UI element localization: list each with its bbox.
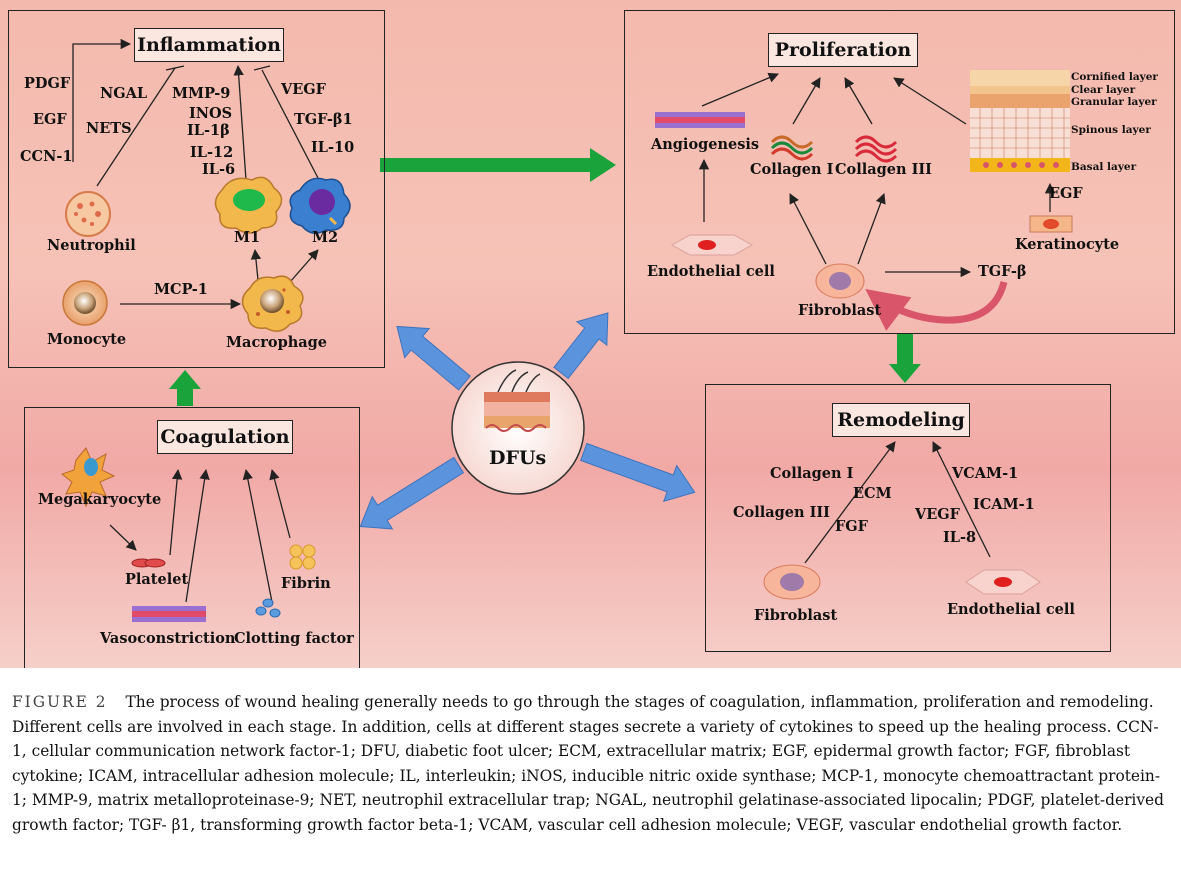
remodeling-endothelial-cell-icon (965, 569, 1041, 595)
skin-tissue-icon (484, 369, 550, 432)
proliferation-lines (698, 72, 1056, 278)
label-tgfb1: TGF-β1 (294, 111, 353, 128)
label-egf: EGF (33, 111, 67, 128)
keratinocyte-icon (1029, 215, 1073, 233)
arrow-inflammation-to-proliferation (380, 148, 616, 182)
coagulation-panel (24, 407, 360, 668)
label-basal-layer: Basal layer (1071, 161, 1137, 173)
coagulation-lines (109, 468, 291, 603)
dfus-label: DFUs (489, 447, 547, 469)
inflammation-title: Inflammation (134, 28, 284, 62)
m1-macrophage-icon (214, 176, 283, 234)
label-clotting-factor: Clotting factor (234, 630, 354, 647)
label-remod-collagen-3: Collagen III (733, 504, 830, 521)
platelet-icon (131, 558, 166, 568)
caption-text: The process of wound healing generally n… (12, 693, 1165, 834)
macrophage-icon (241, 275, 304, 332)
label-ngal: NGAL (100, 85, 148, 102)
blue-arrows (359, 312, 696, 530)
label-clear-layer: Clear layer (1071, 84, 1136, 96)
endothelial-cell-icon (670, 234, 754, 256)
remodeling-fibroblast-icon (763, 564, 821, 600)
collagen-1-icon (770, 135, 814, 161)
proliferation-panel (624, 10, 1175, 334)
neutrophil-icon (65, 191, 111, 237)
fibroblast-icon (815, 263, 865, 299)
fibrin-icon (289, 544, 316, 570)
label-remod-endothelial: Endothelial cell (947, 601, 1075, 618)
label-vegf: VEGF (281, 81, 326, 98)
label-spinous-layer: Spinous layer (1071, 124, 1151, 136)
label-angiogenesis: Angiogenesis (651, 136, 760, 153)
proliferation-title: Proliferation (768, 33, 918, 67)
label-nets: NETS (86, 120, 132, 137)
label-prolif-endothelial: Endothelial cell (647, 263, 775, 280)
green-arrows (169, 148, 921, 406)
label-prolif-fibroblast: Fibroblast (798, 302, 882, 319)
label-neutrophil: Neutrophil (47, 237, 136, 254)
label-il10: IL-10 (311, 139, 355, 156)
arrow-proliferation-to-remodeling (889, 333, 921, 383)
label-tgfb: TGF-β (978, 263, 1027, 280)
figure-label: FIGURE 2 (12, 693, 108, 711)
inflammation-lines (72, 38, 319, 310)
label-fibrin: Fibrin (281, 575, 331, 592)
label-il6: IL-6 (202, 161, 236, 178)
label-ccn1: CCN-1 (20, 148, 73, 165)
vasoconstriction-vessel-icon (132, 606, 206, 622)
collagen-3-icon (854, 135, 898, 163)
label-il12: IL-12 (190, 144, 234, 161)
label-vasoconstriction: Vasoconstriction (100, 630, 236, 647)
label-vcam1: VCAM-1 (952, 465, 1019, 482)
angiogenesis-vessel-icon (655, 112, 745, 128)
label-monocyte: Monocyte (47, 331, 127, 348)
figure: Inflammation Proliferation Remodeling Co… (0, 0, 1181, 668)
monocyte-icon (62, 280, 108, 326)
label-macrophage: Macrophage (226, 334, 328, 351)
label-icam1: ICAM-1 (973, 496, 1035, 513)
label-m2: M2 (312, 229, 339, 246)
label-collagen-1: Collagen I (750, 161, 834, 178)
label-granular-layer: Granular layer (1071, 96, 1157, 108)
label-remod-vegf: VEGF (915, 506, 960, 523)
arrow-coagulation-to-inflammation (169, 370, 201, 406)
label-remod-fibroblast: Fibroblast (754, 607, 838, 624)
label-cornified-layer: Cornified layer (1071, 71, 1158, 83)
label-collagen-3: Collagen III (835, 161, 932, 178)
tgfb-feedback-curve (865, 281, 1008, 331)
diagram-graphics (60, 38, 1073, 622)
label-pdgf: PDGF (24, 75, 71, 92)
label-il8: IL-8 (943, 529, 977, 546)
remodeling-panel (705, 384, 1111, 652)
label-inos: INOS (189, 105, 233, 122)
label-prolif-egf: EGF (1049, 185, 1083, 202)
label-keratinocyte: Keratinocyte (1015, 236, 1120, 253)
coagulation-title: Coagulation (157, 420, 293, 454)
label-m1: M1 (234, 229, 261, 246)
inflammation-panel (8, 10, 385, 368)
remodeling-lines (804, 441, 991, 564)
label-mmp9: MMP-9 (172, 85, 231, 102)
label-ecm: ECM (853, 485, 892, 502)
label-platelet: Platelet (125, 571, 189, 588)
m2-macrophage-icon (289, 177, 351, 234)
megakaryocyte-icon (60, 447, 116, 508)
skin-layers-icon (970, 70, 1070, 172)
label-il1b: IL-1β (187, 122, 230, 139)
label-remod-collagen-1: Collagen I (770, 465, 854, 482)
label-fgf: FGF (835, 518, 868, 535)
label-mcp1: MCP-1 (154, 281, 208, 298)
clotting-factor-icon (255, 598, 281, 618)
label-megakaryocyte: Megakaryocyte (38, 491, 162, 508)
remodeling-title: Remodeling (832, 403, 970, 437)
